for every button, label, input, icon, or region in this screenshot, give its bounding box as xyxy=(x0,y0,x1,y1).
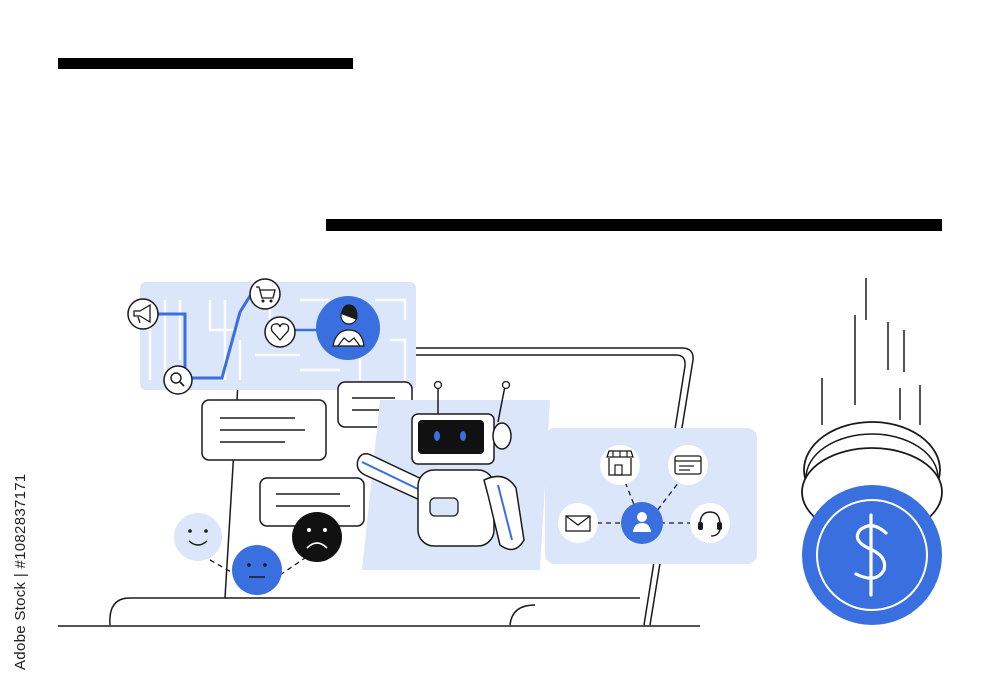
stock-id-text: Adobe Stock | #1082837171 xyxy=(12,473,29,670)
heart-icon xyxy=(264,316,296,348)
cart-icon xyxy=(249,278,281,310)
mail-icon xyxy=(558,503,598,543)
support-channels-panel xyxy=(545,428,757,564)
chat-bubble xyxy=(201,399,327,461)
browser-icon xyxy=(668,445,708,485)
smile-icon xyxy=(174,513,222,561)
user-icon xyxy=(621,502,663,544)
sad-face-icon xyxy=(292,512,342,562)
subheadline-bar xyxy=(326,219,942,231)
robot-icon xyxy=(356,380,550,570)
store-icon xyxy=(600,445,640,485)
megaphone-icon xyxy=(127,298,159,330)
neutral-face-icon xyxy=(232,545,282,595)
speed-lines xyxy=(821,278,921,425)
dollar-icon xyxy=(801,421,943,625)
headset-icon xyxy=(690,503,730,543)
laptop xyxy=(58,347,700,627)
woman-avatar-icon xyxy=(316,296,380,360)
headline-bar xyxy=(58,58,353,69)
search-icon xyxy=(163,365,193,395)
